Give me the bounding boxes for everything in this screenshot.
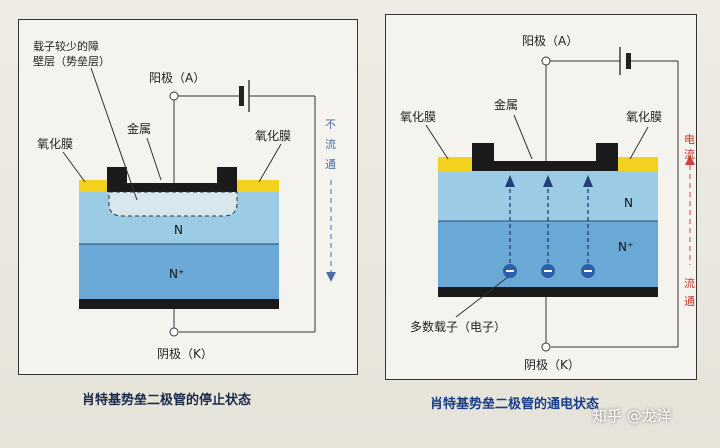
depletion-label-line2: 壁层（势垒层） xyxy=(33,54,110,68)
anode-terminal xyxy=(541,56,551,66)
cathode-label: 阴极（K） xyxy=(524,358,580,372)
blocking-caption: 肖特基势垒二极管的停止状态 xyxy=(82,393,252,408)
oxide-right-label: 氧化膜 xyxy=(626,110,662,124)
up-arrow-icon xyxy=(505,175,515,187)
electron-flow-arrows xyxy=(505,175,593,263)
blocking-state-diagram: 不 流 通 载子较少的障 壁层（势垒层） 阳极（A） 金属 氧化膜 氧化膜 N … xyxy=(18,19,358,375)
depletion-leader xyxy=(90,67,138,201)
depletion-label-line1: 载子较少的障 xyxy=(33,39,99,53)
oxide-left-label: 氧化膜 xyxy=(37,137,73,151)
depletion-region xyxy=(108,191,238,217)
conducting-diagram-svg: 电 流 流 通 阳极（A） 金属 氧化膜 氧化膜 N N⁺ 多数载子（电子） 阴… xyxy=(400,34,695,372)
oxide-right xyxy=(606,157,658,171)
carriers-leader xyxy=(455,276,509,318)
watermark: 知乎 @龙洋 xyxy=(592,407,672,425)
metal-leader xyxy=(513,114,533,160)
no-flow-char-1: 不 xyxy=(325,118,336,131)
nplus-region-label: N⁺ xyxy=(618,240,633,254)
no-flow-char-3: 通 xyxy=(325,158,336,171)
electrons xyxy=(503,264,595,278)
no-flow-char-2: 流 xyxy=(325,137,336,151)
metal-label: 金属 xyxy=(494,97,518,112)
oxide-right-label: 氧化膜 xyxy=(255,129,291,143)
cathode-metal-layer xyxy=(438,287,658,297)
n-region-label: N xyxy=(174,223,183,237)
anode-label: 阳极（A） xyxy=(149,71,205,85)
metal-label: 金属 xyxy=(127,121,151,136)
anode-label: 阳极（A） xyxy=(522,34,578,48)
current-char-2: 流 xyxy=(684,147,695,161)
oxide-left-leader xyxy=(425,124,449,160)
nplus-region-label: N⁺ xyxy=(169,267,184,281)
oxide-right-leader xyxy=(629,126,649,160)
cathode-terminal xyxy=(541,342,551,352)
metal-leader xyxy=(146,137,162,181)
battery-thick-plate xyxy=(626,53,631,69)
conducting-state-diagram: 电 流 流 通 阳极（A） 金属 氧化膜 氧化膜 N N⁺ 多数载子（电子） 阴… xyxy=(385,14,697,380)
carriers-label: 多数载子（电子） xyxy=(410,319,506,334)
n-region-label: N xyxy=(624,196,633,210)
blocking-diagram-svg: 不 流 通 载子较少的障 壁层（势垒层） 阳极（A） 金属 氧化膜 氧化膜 N … xyxy=(33,39,336,361)
battery-thick-plate xyxy=(239,86,244,106)
up-arrow-icon xyxy=(583,175,593,187)
nplus-layer xyxy=(79,244,279,299)
anode-terminal xyxy=(169,91,179,101)
conducting-caption: 肖特基势垒二极管的通电状态 xyxy=(430,397,600,412)
cathode-label: 阴极（K） xyxy=(157,347,213,361)
up-arrow-icon xyxy=(543,175,553,187)
flow-char-2: 通 xyxy=(684,295,695,308)
anode-metal-contact xyxy=(107,167,237,192)
cathode-metal-layer xyxy=(79,299,279,309)
current-char-1: 电 xyxy=(684,133,695,146)
oxide-left-leader xyxy=(62,151,86,183)
oxide-left-label: 氧化膜 xyxy=(400,110,436,124)
cathode-terminal xyxy=(169,327,179,337)
anode-metal-contact xyxy=(472,143,618,171)
flow-char-1: 流 xyxy=(684,276,695,290)
current-arrow-icon xyxy=(685,155,695,165)
no-flow-arrow-icon xyxy=(326,272,336,282)
oxide-right-leader xyxy=(258,143,282,183)
oxide-right xyxy=(231,180,279,192)
